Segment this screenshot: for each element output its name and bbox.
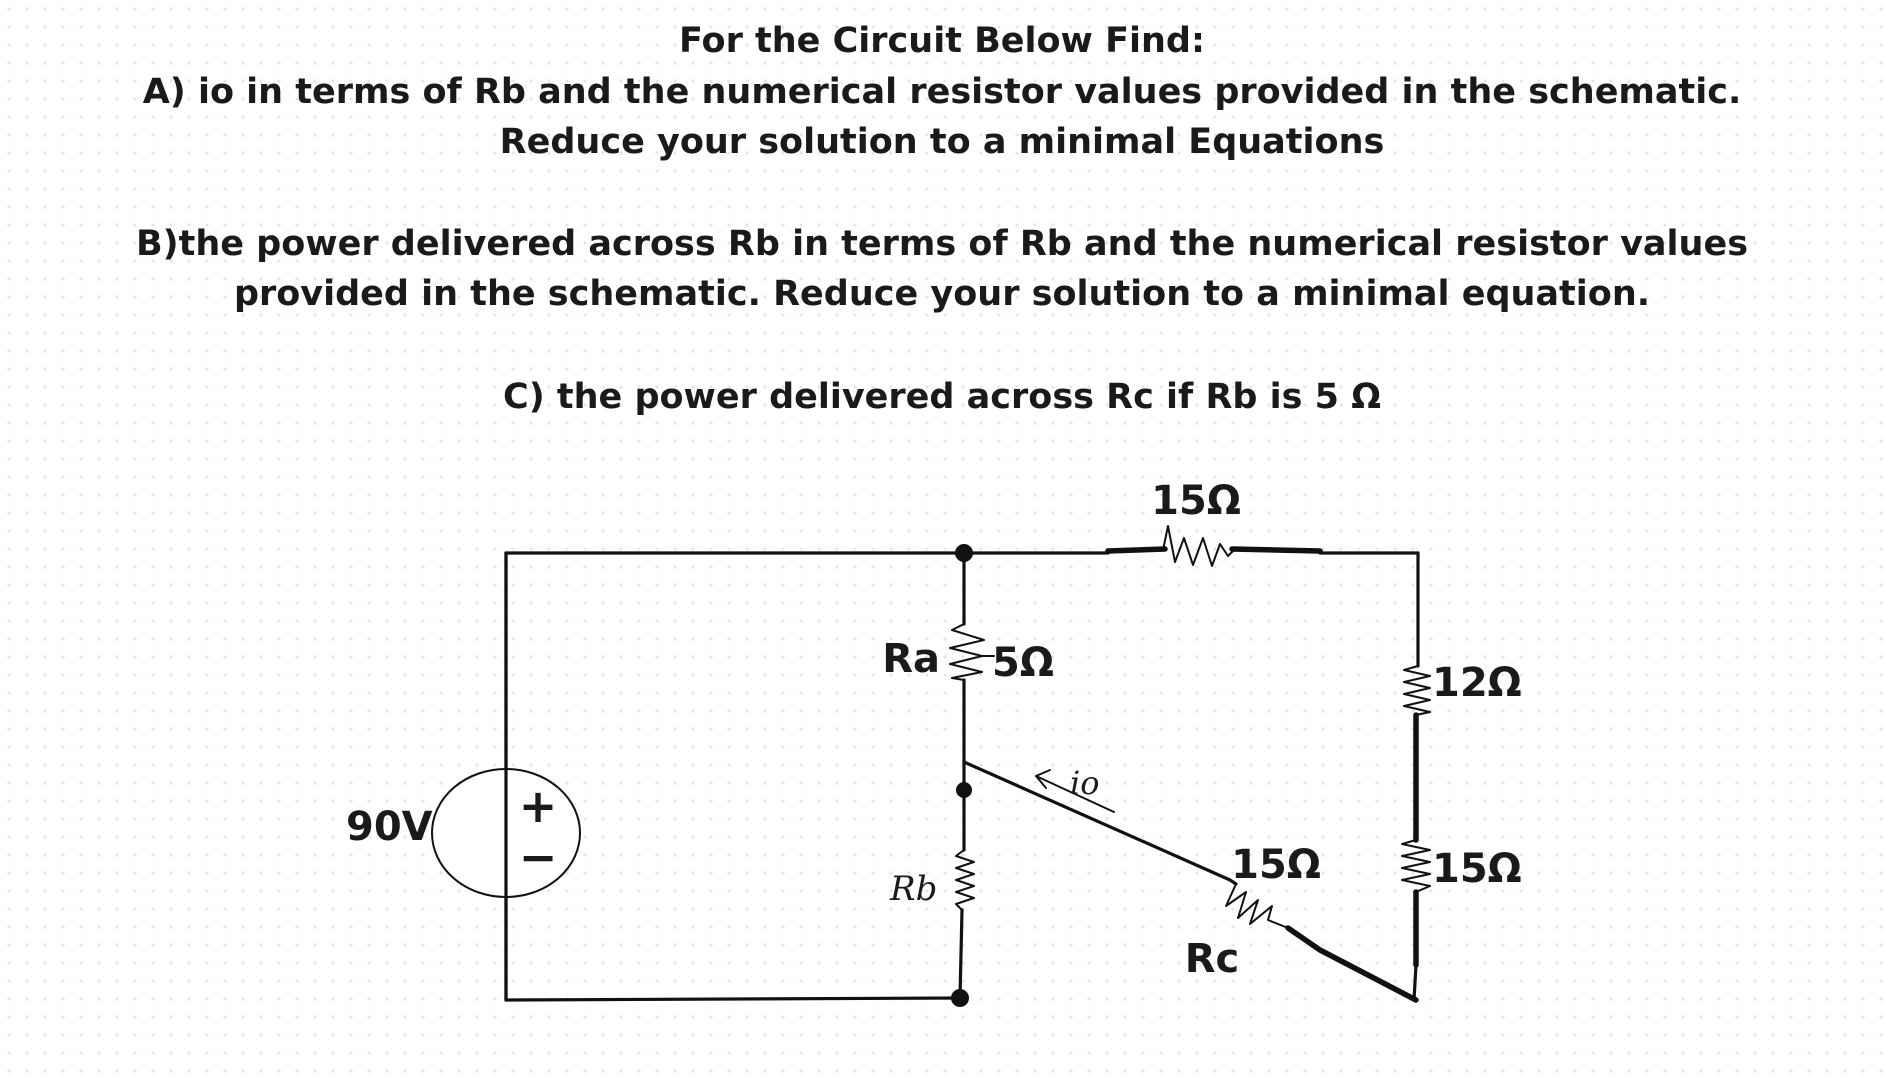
top-resistor-left-lead: [1105, 546, 1168, 554]
diagonal-wire-end: [1228, 878, 1238, 886]
voltage-source: + −: [431, 551, 581, 1002]
question-part-c: C) the power delivered across Rc if Rb i…: [503, 377, 1381, 417]
right-lower-resistor: [1401, 839, 1431, 893]
bottom-wire: [504, 996, 962, 1002]
ra-name-label: Ra: [882, 636, 940, 682]
ra-zigzag: [949, 623, 985, 681]
rc-value-label: 15Ω: [1231, 842, 1321, 888]
source-plus-sign: +: [519, 779, 558, 833]
io-label: io: [1070, 764, 1100, 802]
ra-value-label: 5Ω: [992, 640, 1054, 686]
right-upper-resistor: [1403, 665, 1431, 716]
middle-wire-bottom: [958, 908, 964, 1000]
io-arrow-head: [1035, 769, 1051, 789]
top-resistor-value: 15Ω: [1151, 478, 1241, 524]
problem-title: For the Circuit Below Find:: [679, 21, 1205, 61]
rc-resistor: [1225, 883, 1289, 929]
top-resistor: [1162, 525, 1235, 567]
source-voltage-label: 90V: [346, 804, 433, 850]
rb-zigzag: [955, 849, 975, 911]
current-io-arrow: [1035, 769, 1115, 813]
rc-name-label: Rc: [1185, 936, 1240, 982]
right-lower-zigzag: [1401, 839, 1431, 893]
question-part-a: A) io in terms of Rb and the numerical r…: [142, 72, 1742, 162]
right-upper-value: 12Ω: [1432, 660, 1522, 706]
ra-resistor: [949, 623, 995, 681]
right-wire-bottom: [1412, 963, 1418, 1002]
node-middle: [956, 782, 972, 798]
top-resistor-right-lead: [1229, 546, 1323, 554]
rb-name-label: Rb: [889, 869, 937, 909]
wires: [504, 546, 1420, 1003]
top-resistor-zigzag: [1162, 525, 1235, 567]
right-upper-zigzag: [1403, 665, 1431, 716]
node-bottom: [951, 989, 969, 1007]
right-lower-value: 15Ω: [1432, 846, 1522, 892]
io-arrow-shaft: [1035, 775, 1115, 813]
question-part-b: B)the power delivered across Rb in terms…: [135, 224, 1749, 314]
node-top: [955, 544, 973, 562]
rb-resistor: [955, 849, 975, 911]
diagonal-wire: [962, 760, 1232, 882]
rc-zigzag: [1225, 883, 1289, 929]
source-minus-sign: −: [519, 830, 558, 884]
rc-lead-to-bottom-right: [1285, 925, 1419, 1003]
